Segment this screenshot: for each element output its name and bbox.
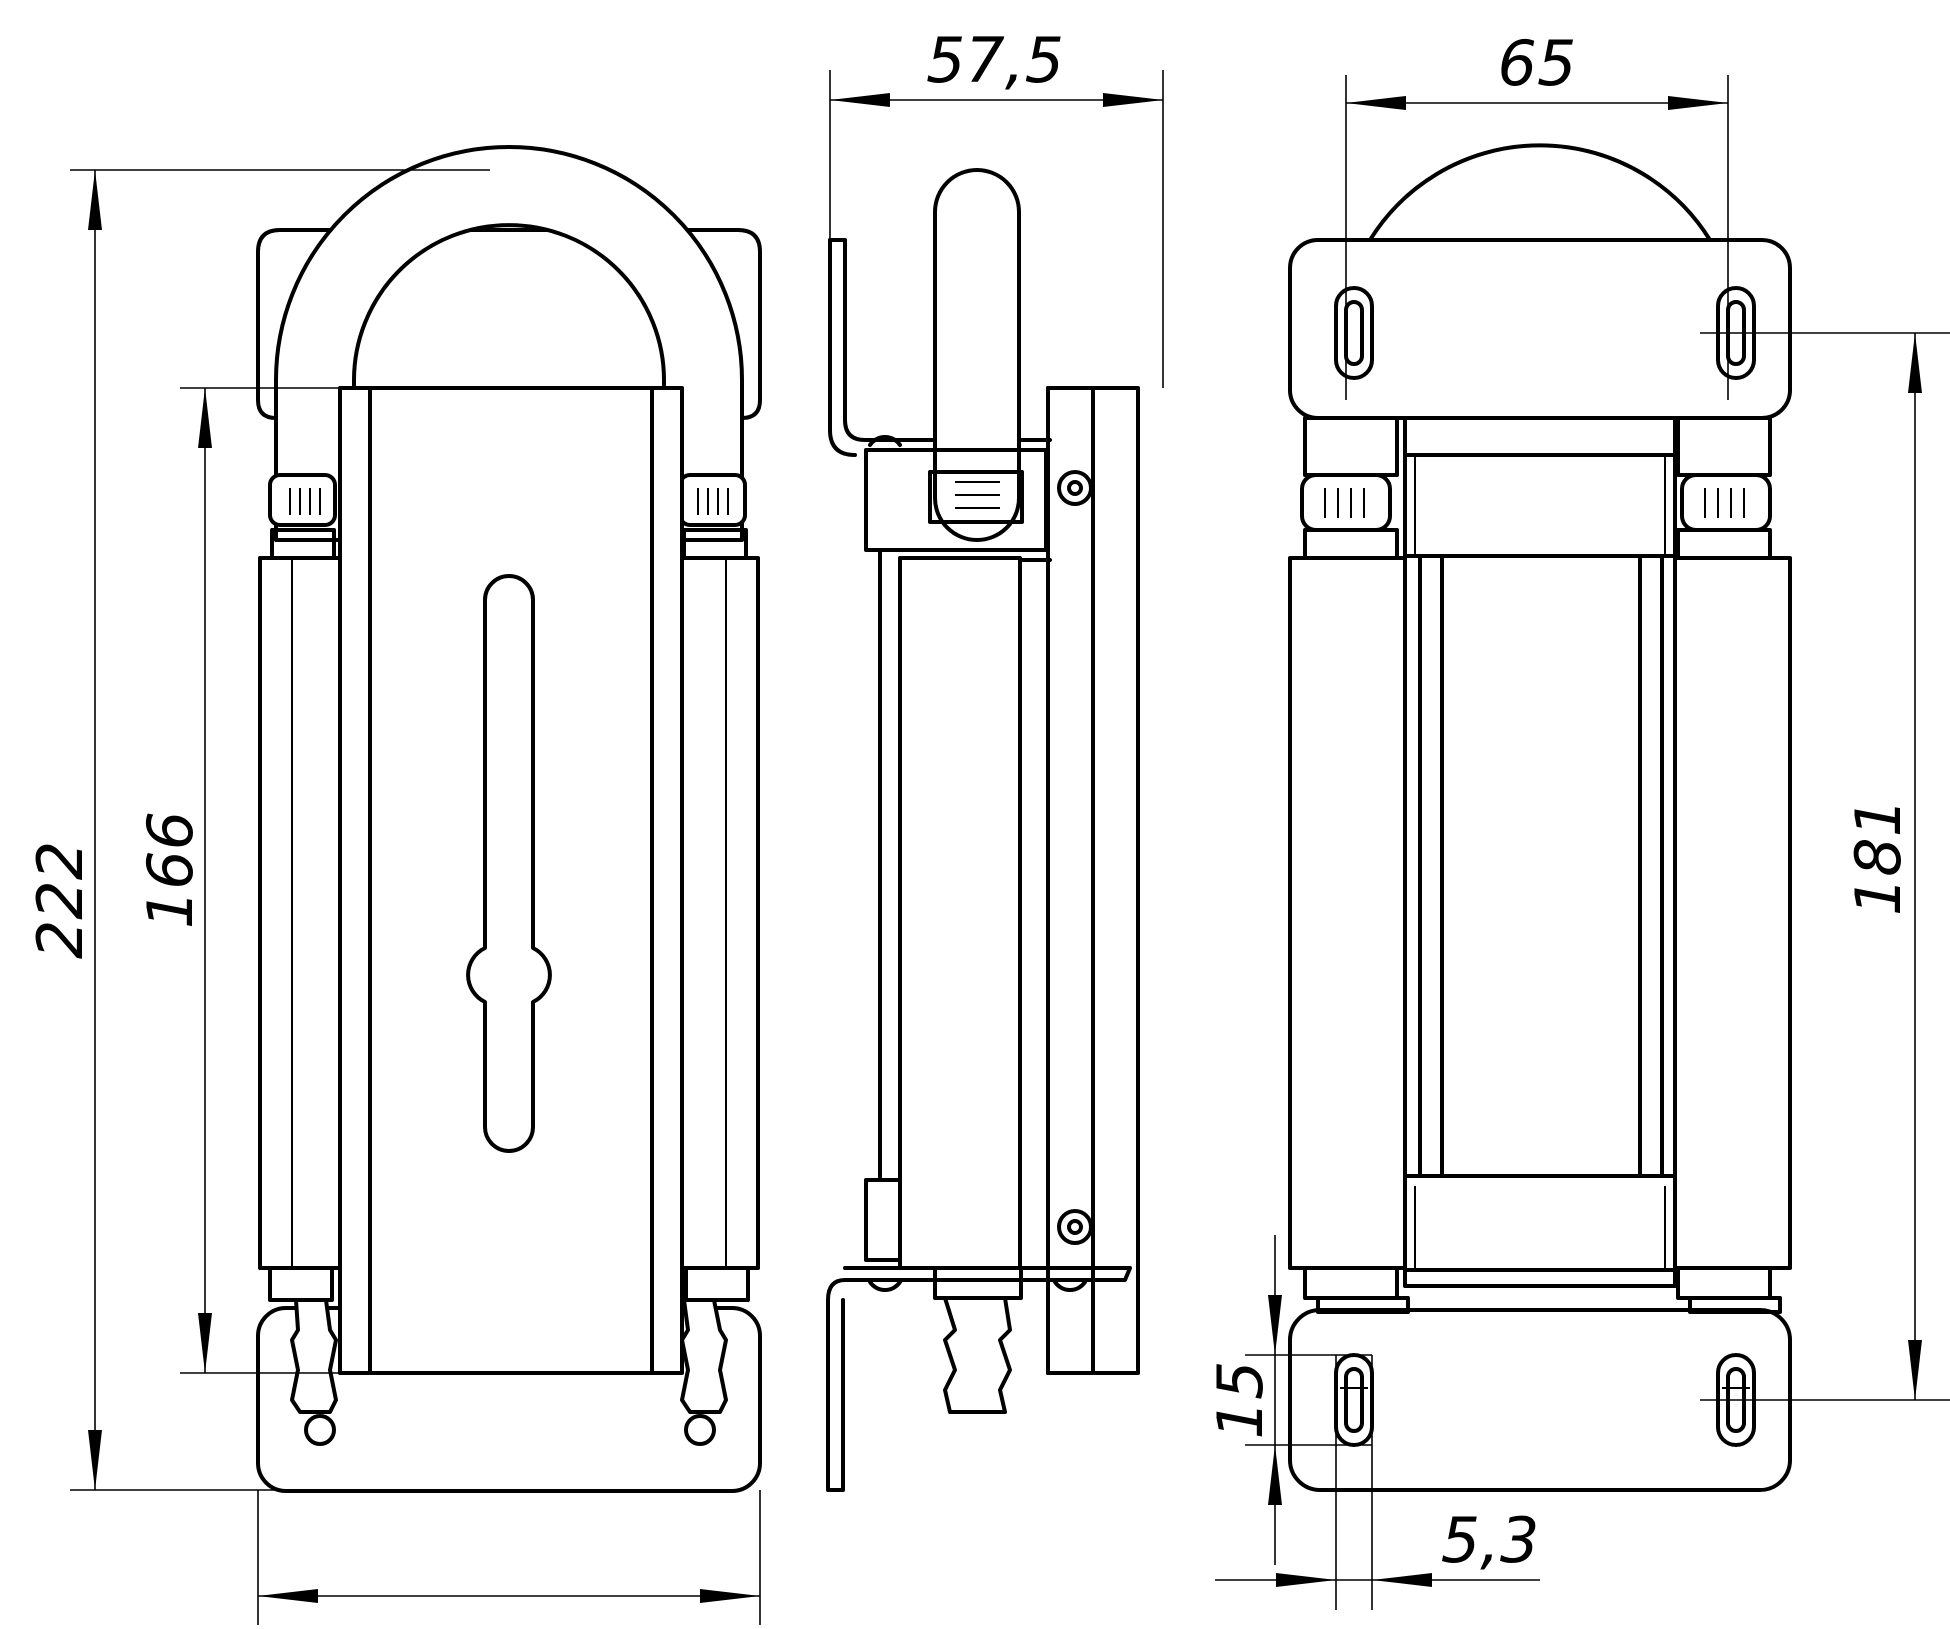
dim-side-depth: 57,5 [926,24,1064,97]
dimension-lines [70,70,1950,1625]
side-view [826,168,1140,1492]
front-view [256,145,762,1493]
dimension-labels: 222 166 57,5 65 181 15 5,3 [24,24,1915,1577]
dim-slot-width: 5,3 [1441,1504,1540,1577]
dim-hole-spacing-width: 65 [1498,27,1577,100]
rear-view [1288,143,1792,1492]
dim-inner-height: 166 [134,811,207,929]
dim-overall-height: 222 [24,841,97,959]
dim-slot-length: 15 [1204,1361,1277,1440]
dim-hole-spacing-height: 181 [1842,798,1915,916]
